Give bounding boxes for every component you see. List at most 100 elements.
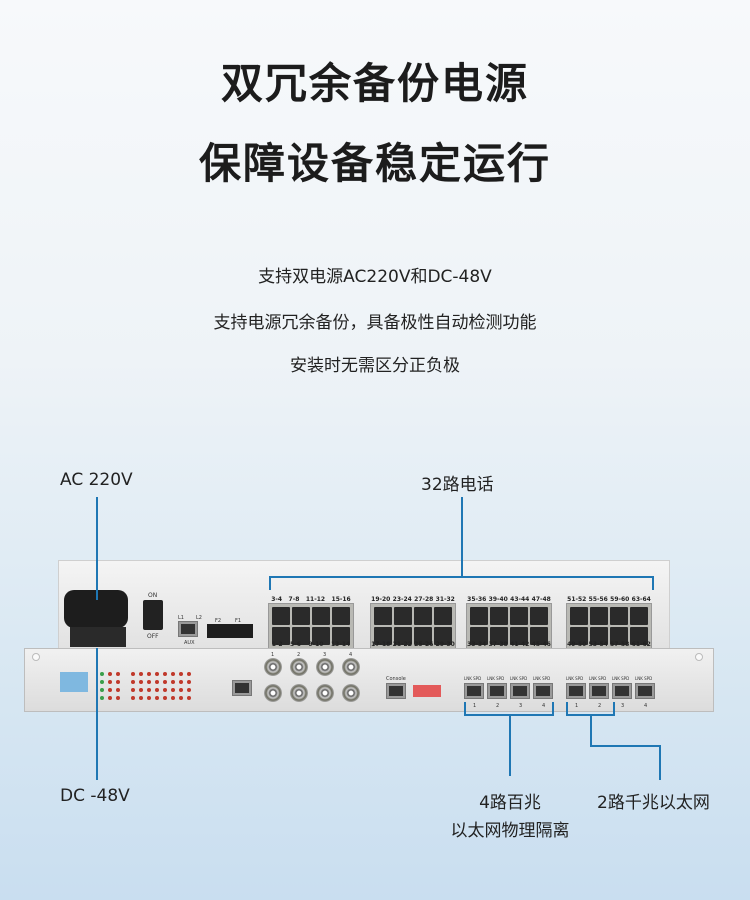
rj11-port[interactable] (510, 627, 528, 645)
rj11-port[interactable] (434, 627, 452, 645)
channel-led (163, 672, 167, 676)
rj11-port[interactable] (530, 627, 548, 645)
rj11-port[interactable] (610, 627, 628, 645)
ge-ethernet-port[interactable] (566, 683, 586, 699)
dc-callout-line (96, 648, 98, 780)
rj11-port[interactable] (434, 607, 452, 625)
rj11-port[interactable] (332, 607, 350, 625)
channel-led (163, 680, 167, 684)
channel-led (171, 688, 175, 692)
rj11-port[interactable] (570, 607, 588, 625)
rj11-port[interactable] (470, 607, 488, 625)
ge-ethernet-port[interactable] (635, 683, 655, 699)
bnc-connector[interactable] (342, 684, 360, 702)
rj11-port[interactable] (610, 607, 628, 625)
callout-ge: 2路千兆以太网 (597, 793, 710, 813)
headline-line2: 保障设备稳定运行 (198, 139, 551, 188)
callout-dc: DC -48V (60, 786, 130, 806)
channel-led (131, 680, 135, 684)
fe-ethernet-port[interactable] (510, 683, 530, 699)
eth-port-number: 2 (598, 703, 602, 709)
eth-led-label: LNK SPD (635, 676, 653, 681)
dc-terminal-block (70, 627, 126, 647)
phone-port-label: 9-10 (308, 641, 324, 648)
bnc-connector[interactable] (264, 658, 282, 676)
bnc-connector[interactable] (342, 658, 360, 676)
rj11-port[interactable] (490, 627, 508, 645)
eth-led-label: LNK SPD (612, 676, 630, 681)
rj11-port[interactable] (590, 627, 608, 645)
eth-led-label: LNK SPD (510, 676, 528, 681)
eth-port-number: 1 (473, 703, 477, 709)
network-port[interactable] (232, 680, 252, 696)
phone-port-label: 57-58 (610, 641, 630, 648)
phone-callout-line (461, 497, 463, 577)
rj11-port[interactable] (374, 607, 392, 625)
phone-port-label: 37-38 (488, 641, 508, 648)
switch-off-label: OFF (147, 633, 159, 640)
channel-led (171, 680, 175, 684)
rj11-port[interactable] (630, 627, 648, 645)
phone-port-label: 61-62 (631, 641, 651, 648)
rj11-port[interactable] (470, 627, 488, 645)
phone-port-label: 47-48 (531, 596, 551, 603)
aux-port[interactable] (178, 621, 198, 637)
ge-ethernet-port[interactable] (612, 683, 632, 699)
ge-ethernet-port[interactable] (589, 683, 609, 699)
rj11-port[interactable] (312, 627, 330, 645)
rj11-port[interactable] (272, 607, 290, 625)
channel-led (179, 688, 183, 692)
bnc-connector[interactable] (290, 658, 308, 676)
phone-port-label: 51-52 (567, 596, 587, 603)
rj11-port[interactable] (394, 607, 412, 625)
channel-led (155, 688, 159, 692)
rj11-port[interactable] (414, 607, 432, 625)
fe-ethernet-port[interactable] (533, 683, 553, 699)
rj11-port[interactable] (630, 607, 648, 625)
bnc-connector[interactable] (316, 684, 334, 702)
rj11-port[interactable] (292, 607, 310, 625)
bnc-connector[interactable] (290, 684, 308, 702)
phone-port-label: 7-8 (288, 596, 300, 603)
rj11-port[interactable] (414, 627, 432, 645)
bnc-connector[interactable] (316, 658, 334, 676)
fuse-holders (207, 624, 253, 638)
bnc-connector[interactable] (264, 684, 282, 702)
console-port[interactable] (386, 683, 406, 699)
rj11-port[interactable] (530, 607, 548, 625)
eth-port-number: 4 (644, 703, 648, 709)
rj11-port[interactable] (332, 627, 350, 645)
rj11-port[interactable] (292, 627, 310, 645)
rj11-port[interactable] (374, 627, 392, 645)
f2-label: F2 (215, 618, 222, 624)
dip-switch[interactable] (413, 685, 441, 697)
status-led (108, 696, 112, 700)
phone-port-label: 59-60 (610, 596, 630, 603)
status-led (116, 672, 120, 676)
power-switch[interactable] (143, 600, 163, 630)
rj11-port[interactable] (590, 607, 608, 625)
device-front-panel (24, 648, 714, 712)
rj11-port[interactable] (394, 627, 412, 645)
phone-port-label: 29-30 (435, 641, 455, 648)
rj11-port[interactable] (510, 607, 528, 625)
fe-ethernet-port[interactable] (464, 683, 484, 699)
status-led (108, 680, 112, 684)
phone-port-group (466, 603, 552, 649)
phone-port-label: 23-24 (392, 596, 412, 603)
fe-ethernet-port[interactable] (487, 683, 507, 699)
rj11-port[interactable] (490, 607, 508, 625)
channel-led (131, 696, 135, 700)
rj11-port[interactable] (312, 607, 330, 625)
eth-led-label: LNK SPD (487, 676, 505, 681)
rj11-port[interactable] (570, 627, 588, 645)
phone-port-label: 17-18 (371, 641, 391, 648)
phone-port-label: 25-26 (414, 641, 434, 648)
phone-port-label: 49-50 (567, 641, 587, 648)
rj11-port[interactable] (272, 627, 290, 645)
phone-port-label: 43-44 (510, 596, 530, 603)
channel-led (147, 696, 151, 700)
